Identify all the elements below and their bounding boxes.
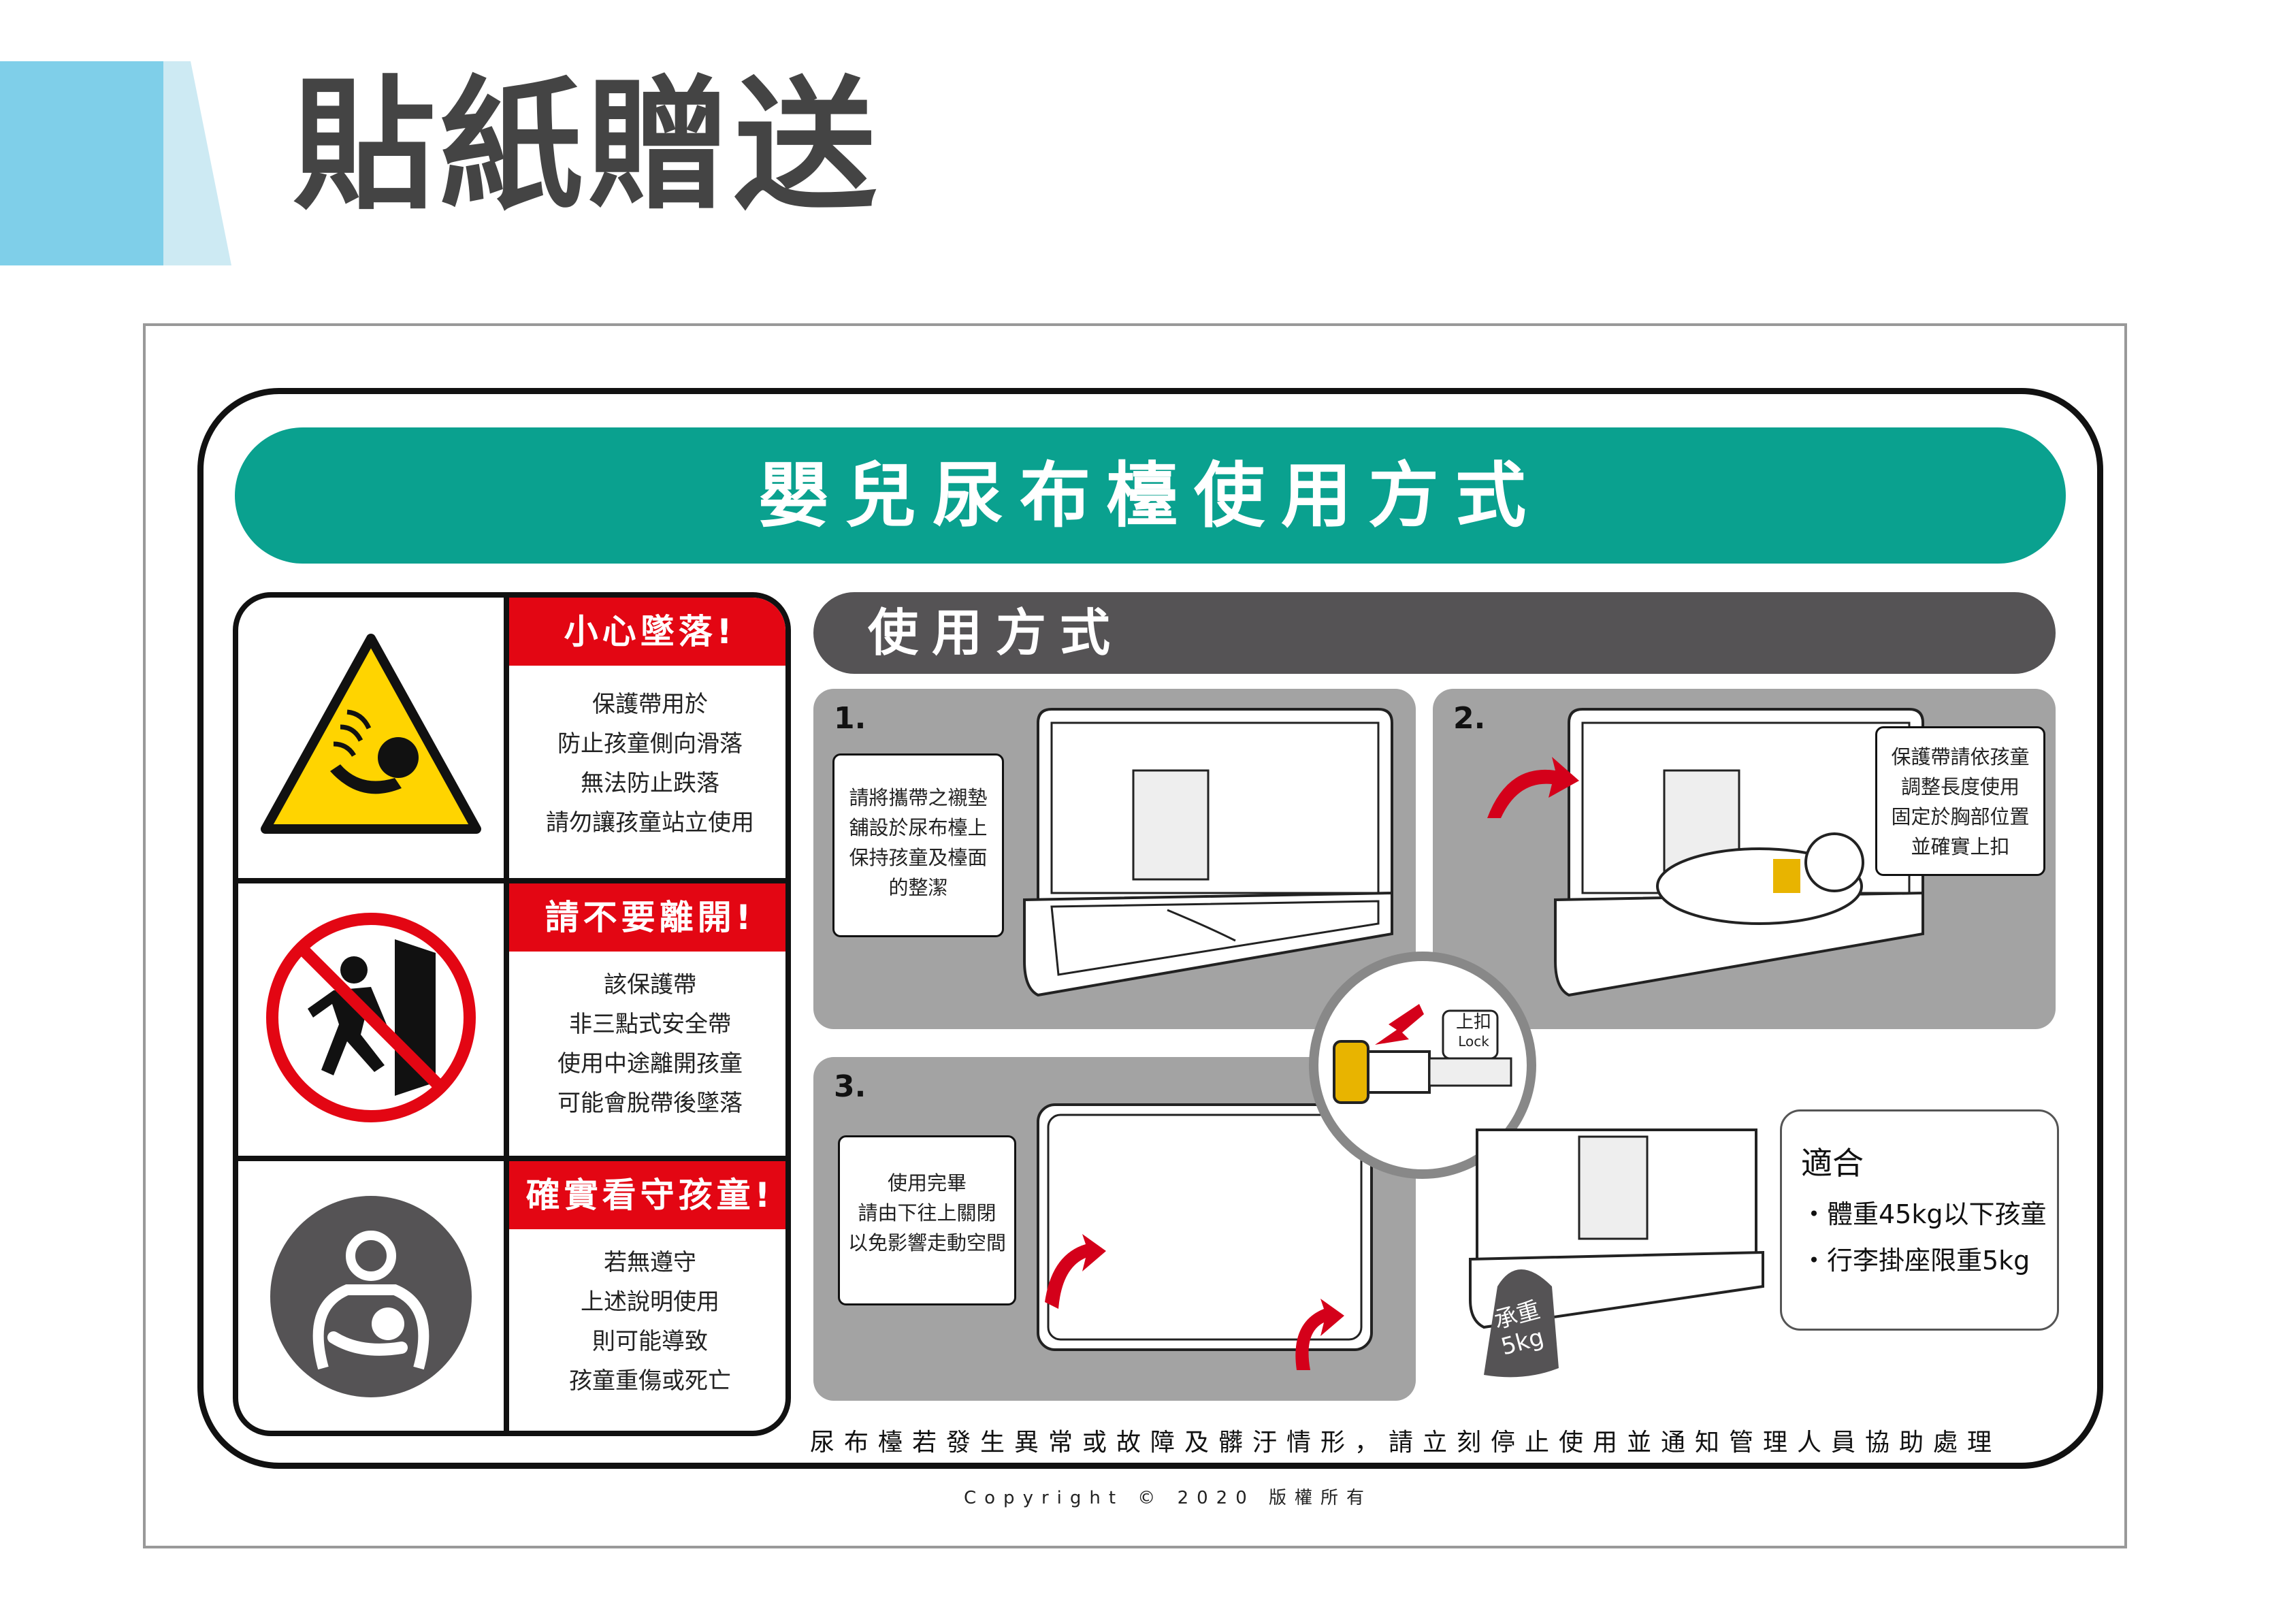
- step-1-number: 1.: [834, 701, 866, 736]
- step-2-number: 2.: [1453, 701, 1486, 736]
- malfunction-notice: 尿布檯若發生異常或故障及髒汙情形，請立刻停止使用並通知管理人員協助處理: [810, 1429, 2002, 1457]
- copyright: Copyright © 2020 版權所有: [964, 1488, 1373, 1508]
- usage-title: 使用方式: [868, 604, 1124, 662]
- table-divider: [504, 598, 509, 1431]
- table-divider: [238, 878, 785, 883]
- step-3-panel: 3. 使用完畢 請由下往上關閉 以免影響走動空間: [813, 1057, 1416, 1401]
- suitable-item-hook: ・行李掛座限重5kg: [1801, 1246, 2030, 1276]
- warning-heading-fall: 小心墜落!: [509, 598, 785, 666]
- lift-arrow-icon: [1487, 757, 1579, 818]
- warning-heading-stay: 請不要離開!: [509, 883, 785, 952]
- step-1-panel: 1. 請將攜帶之襯墊 舖設於尿布檯上 保持孩童及檯面 的整潔: [813, 689, 1416, 1029]
- main-title-bar: [235, 427, 2066, 564]
- warning-text-fall: 保護帶用於 防止孩童側向滑落 無法防止跌落 請勿讓孩童站立使用: [546, 691, 754, 837]
- step-3-number: 3.: [834, 1069, 866, 1104]
- step-1-note: 請將攜帶之襯墊 舖設於尿布檯上 保持孩童及檯面 的整潔: [832, 753, 1004, 937]
- header-accent-block: [0, 61, 163, 265]
- suitable-item-weight: ・體重45kg以下孩童: [1801, 1199, 2047, 1229]
- caregiver-icon: [259, 1184, 483, 1409]
- warnings-table: 小心墜落! 保護帶用於 防止孩童側向滑落 無法防止跌落 請勿讓孩童站立使用 請不…: [233, 592, 791, 1436]
- warning-heading-watch: 確實看守孩童!: [509, 1161, 785, 1229]
- step-3-note: 使用完畢 請由下往上關閉 以免影響走動空間: [838, 1135, 1016, 1305]
- step-2-panel: 2. 保護帶請依孩童 調整長度使用 固定於胸部位置 並確實上扣: [1433, 689, 2056, 1029]
- lock-buckle-illustration: [1309, 952, 1536, 1179]
- warning-text-stay: 該保護帶 非三點式安全帶 使用中途離開孩童 可能會脫帶後墜落: [557, 971, 743, 1117]
- warning-text-watch: 若無遵守 上述說明使用 則可能導致 孩童重傷或死亡: [569, 1249, 731, 1395]
- suitable-title: 適合: [1801, 1145, 1864, 1182]
- table-divider: [238, 1156, 785, 1161]
- fall-warning-icon: [259, 625, 483, 849]
- lock-label: 上扣 Lock: [1455, 1012, 1491, 1050]
- changing-table-closed-illustration: [1037, 1103, 1373, 1370]
- suitable-box: 適合 ・體重45kg以下孩童 ・行李掛座限重5kg: [1780, 1109, 2059, 1331]
- step-2-note: 保護帶請依孩童 調整長度使用 固定於胸部位置 並確實上扣: [1875, 726, 2045, 876]
- no-leaving-icon: [259, 905, 483, 1130]
- page-title: 貼紙贈送: [293, 63, 881, 229]
- changing-table-load-illustration: [1469, 1128, 1764, 1378]
- usage-title-bar: [813, 592, 2056, 674]
- main-title: 嬰兒尿布檯使用方式: [758, 454, 1542, 537]
- changing-table-open-illustration: [1023, 708, 1393, 997]
- changing-table-baby-illustration: [1554, 708, 1924, 997]
- header-accent-slant: [163, 61, 231, 265]
